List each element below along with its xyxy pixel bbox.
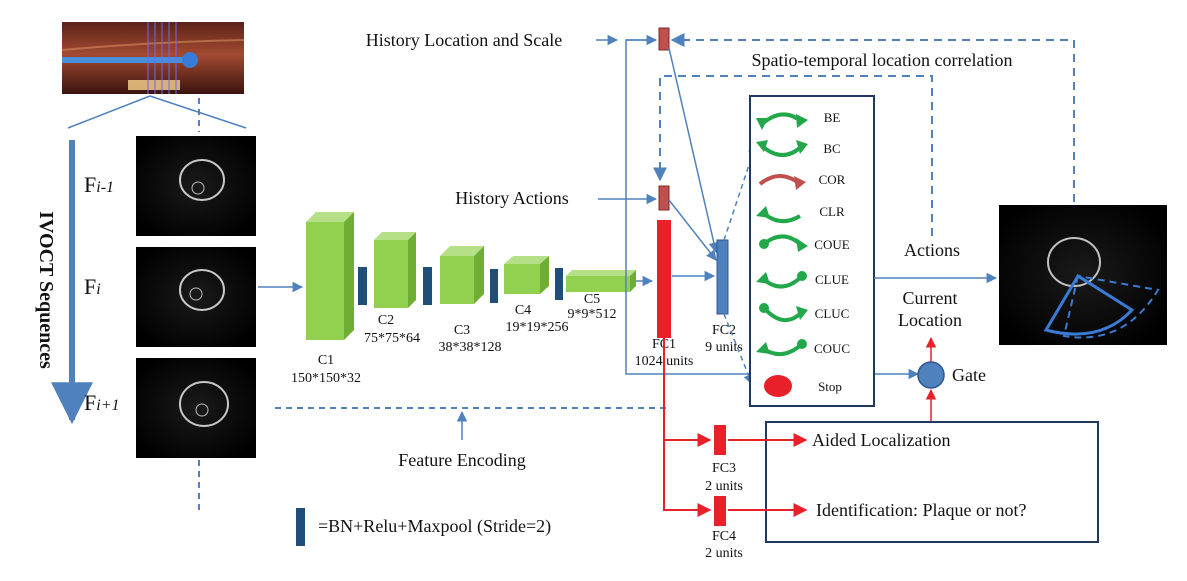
legend-text: =BN+Relu+Maxpool (Stride=2) <box>318 516 551 537</box>
current-location-label-1: Current <box>903 288 958 308</box>
conv-c3-dims: 38*38*128 <box>439 340 502 355</box>
frame-prev <box>136 136 256 236</box>
ivoct-sequences-title: IVOCT Sequences <box>35 211 57 369</box>
conv-c5-dims: 9*9*512 <box>568 307 617 322</box>
output-panel <box>765 421 1099 543</box>
aided-localization-label: Aided Localization <box>812 430 950 450</box>
fc2-name: FC2 <box>712 323 736 338</box>
history-location-label: History Location and Scale <box>366 30 562 50</box>
conv-block-c5 <box>566 270 636 292</box>
action-arrows <box>756 112 808 397</box>
fc4-layer <box>714 496 726 526</box>
feature-encoding-label: Feature Encoding <box>398 450 525 470</box>
conv-block-c4 <box>504 256 549 294</box>
conv-block-c3 <box>440 246 484 304</box>
fc2-layer <box>716 239 729 315</box>
history-actions-label: History Actions <box>455 188 569 208</box>
conv-c2-dims: 75*75*64 <box>364 331 420 346</box>
gate-label: Gate <box>952 365 986 385</box>
fc1-layer <box>657 220 671 338</box>
bn-block <box>358 267 367 305</box>
frame-prev-label: Fi-1 <box>84 172 114 197</box>
conv-c1-dims: 150*150*32 <box>291 371 361 386</box>
fc3-layer <box>714 425 726 455</box>
vessel-image <box>61 22 245 94</box>
result-image <box>999 205 1167 345</box>
action-bc-icon <box>756 140 808 157</box>
conv-c5-name: C5 <box>584 292 600 307</box>
action-label-cluc: CLUC <box>815 306 850 321</box>
history-location-box <box>658 27 670 51</box>
action-couc-icon <box>756 339 807 356</box>
conv-c4-dims: 19*19*256 <box>506 320 569 335</box>
action-cluc-icon <box>759 303 808 322</box>
bn-block <box>423 267 432 305</box>
action-label-bc: BC <box>823 141 840 156</box>
action-be-icon <box>756 112 808 130</box>
actions-label: Actions <box>904 240 960 260</box>
action-label-be: BE <box>824 110 841 125</box>
action-label-stop: Stop <box>818 379 842 394</box>
conv-c2-name: C2 <box>378 313 394 328</box>
conv-block-c2 <box>374 232 416 308</box>
frame-next <box>136 358 256 458</box>
fc3-name: FC3 <box>712 461 736 476</box>
history-actions-box <box>658 185 670 211</box>
action-label-cor: COR <box>819 172 846 187</box>
conv-c4-name: C4 <box>515 303 531 318</box>
frame-current-label: Fi <box>84 274 101 299</box>
conv-c1-name: C1 <box>318 353 334 368</box>
action-label-coue: COUE <box>814 237 849 252</box>
fc3-units: 2 units <box>705 479 743 494</box>
action-label-clr: CLR <box>819 204 845 219</box>
fc2-units: 9 units <box>705 340 743 355</box>
bn-block <box>555 268 563 300</box>
conv-c3-name: C3 <box>454 323 470 338</box>
spatio-temporal-label: Spatio-temporal location correlation <box>752 50 1013 70</box>
gate-node <box>917 361 945 389</box>
legend-bn-swatch <box>296 508 305 546</box>
bn-block <box>490 269 498 303</box>
current-location-label-2: Location <box>898 310 962 330</box>
frame-next-label: Fi+1 <box>84 390 120 415</box>
identification-label: Identification: Plaque or not? <box>816 500 1026 520</box>
action-clue-icon <box>756 271 807 289</box>
fc4-name: FC4 <box>712 529 736 544</box>
action-clr-icon <box>756 206 802 224</box>
action-label-clue: CLUE <box>815 272 849 287</box>
actions-panel <box>749 95 875 407</box>
action-coue-icon <box>759 234 808 252</box>
frame-current <box>136 247 256 347</box>
conv-block-c1 <box>306 212 354 340</box>
fc4-units: 2 units <box>705 546 743 561</box>
action-cor-icon <box>758 174 806 190</box>
action-label-couc: COUC <box>814 341 850 356</box>
action-stop-icon <box>764 375 792 397</box>
